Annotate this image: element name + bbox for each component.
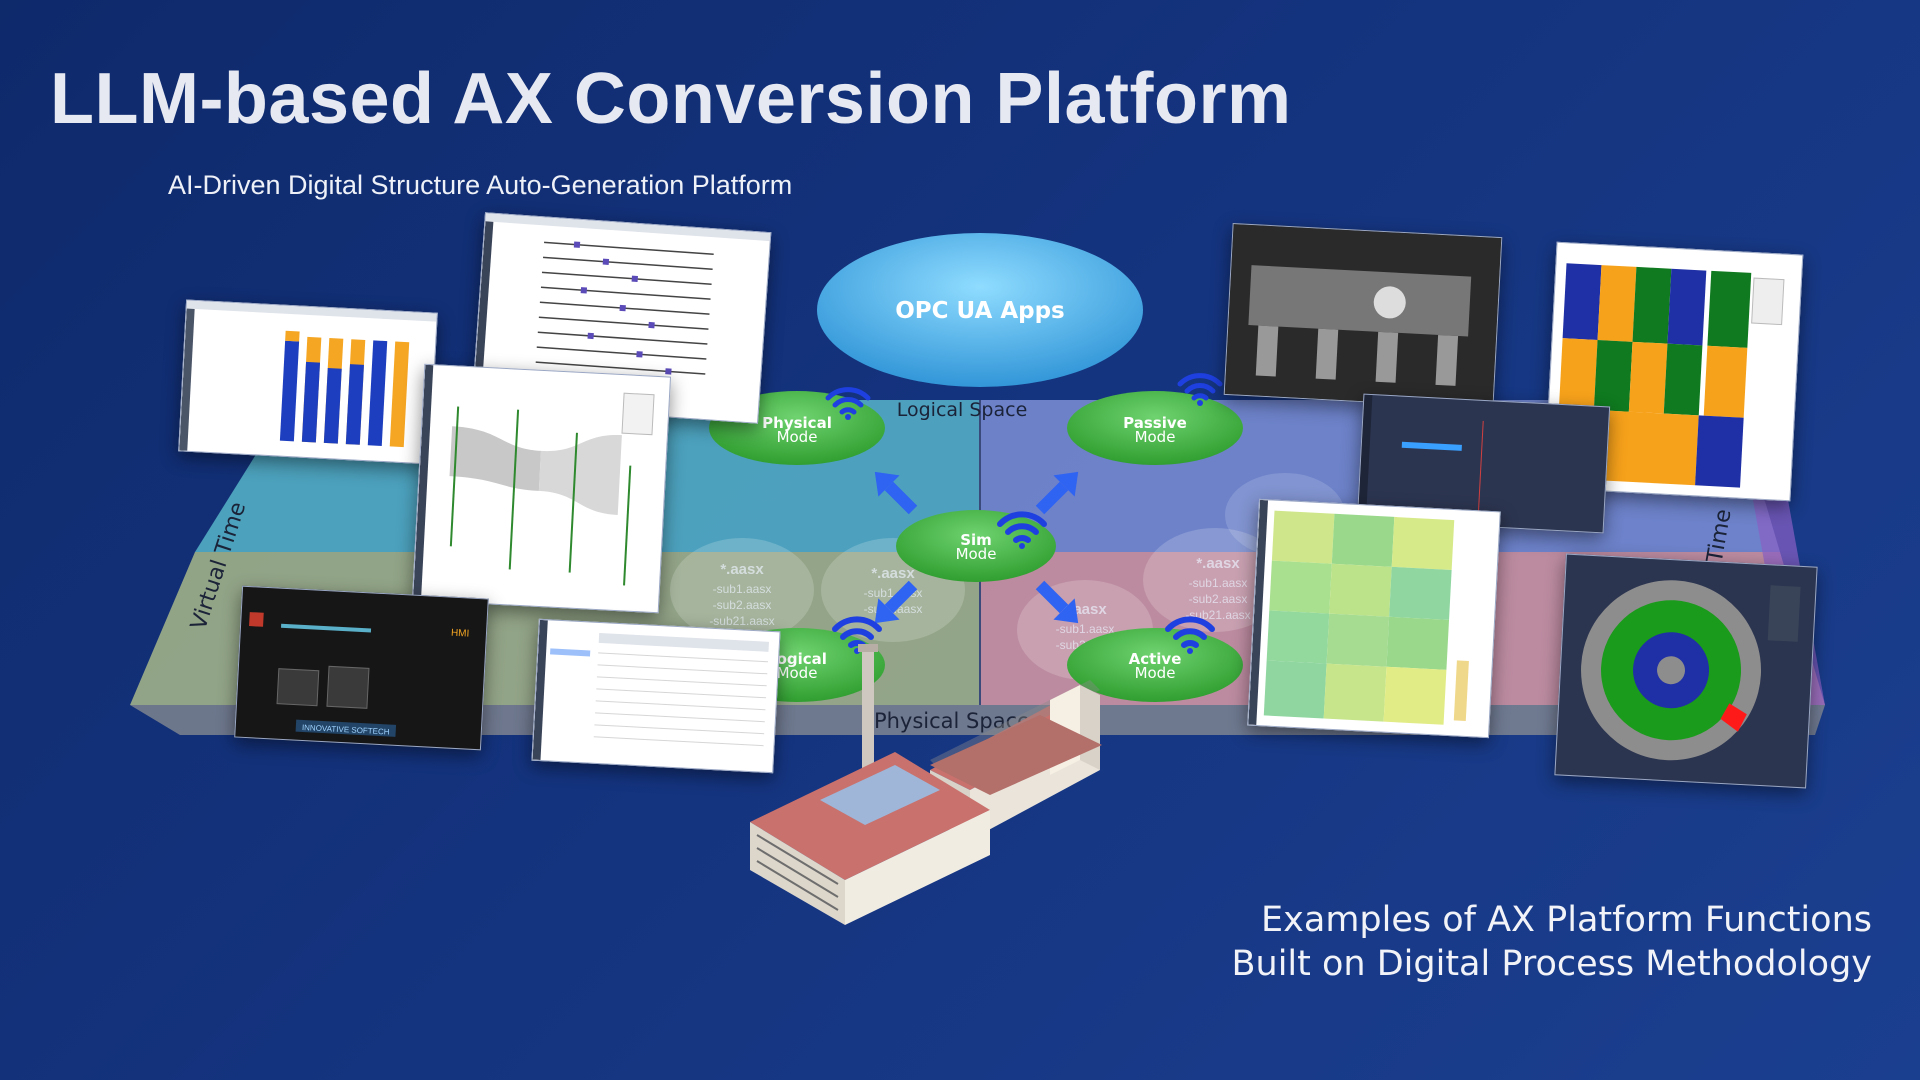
aasx-sub2-label-1: -sub2.aasx <box>713 598 772 612</box>
sankey-thumbnail <box>413 364 655 600</box>
physical-space-label: Physical Space <box>874 709 1030 733</box>
aasx-cloud-1 <box>670 538 814 642</box>
screenshot-treemap <box>1543 241 1804 502</box>
table-thumbnail <box>532 619 769 761</box>
physical-mode-label-2: Mode <box>777 428 818 446</box>
sim-mode-label-1: Sim <box>960 531 992 549</box>
active-mode-label-2: Mode <box>1135 664 1176 682</box>
caption-line-2: Built on Digital Process Methodology <box>1231 944 1873 984</box>
screenshot-dark-dashboard <box>1356 393 1611 534</box>
screenshot-hmi: HMI INNOVATIVE SOFTECH <box>234 585 489 751</box>
aasx-sub1-label-3: -sub1.aasx <box>1056 622 1115 636</box>
aasx-label-2: *.aasx <box>871 565 915 582</box>
bar-chart-thumbnail <box>179 300 437 451</box>
opc-ua-apps-node <box>817 233 1143 387</box>
hmi-thumbnail: HMI INNOVATIVE SOFTECH <box>249 612 470 737</box>
factory-illustration <box>750 644 1102 925</box>
aasx-sub21-label-1: -sub21.aasx <box>709 614 774 628</box>
aasx-sub2-label-4: -sub2.aasx <box>1189 592 1248 606</box>
slide-title: LLM-based AX Conversion Platform <box>50 59 1292 139</box>
gantt-thumbnail <box>472 213 771 404</box>
wifi-icon <box>997 511 1047 549</box>
sunburst-thumbnail <box>1581 580 1801 761</box>
treemap-thumbnail <box>1555 263 1785 488</box>
caption: Examples of AX Platform Functions Built … <box>1152 898 1873 986</box>
passive-mode-label-2: Mode <box>1135 428 1176 446</box>
hmi-banner: INNOVATIVE SOFTECH <box>302 723 390 737</box>
opc-ua-apps-label: OPC UA Apps <box>895 298 1065 324</box>
logical-mode-label-1: Logical <box>767 650 827 668</box>
screenshot-gantt <box>471 212 772 424</box>
wifi-icon <box>1165 616 1215 654</box>
screenshot-bar-chart <box>178 299 438 465</box>
active-mode-label-1: Active <box>1129 650 1182 668</box>
wifi-icon <box>1177 373 1223 406</box>
aasx-label-1: *.aasx <box>720 561 764 578</box>
arrow-to-passive <box>1035 471 1079 515</box>
sim-mode-node: Sim Mode <box>896 510 1056 582</box>
screenshot-camera <box>1223 223 1503 409</box>
wifi-icon <box>825 387 871 420</box>
passive-mode-label-1: Passive <box>1123 414 1187 432</box>
aasx-label-4: *.aasx <box>1196 555 1240 572</box>
slide-subtitle: AI-Driven Digital Structure Auto-Generat… <box>168 170 793 200</box>
active-mode-node: Active Mode <box>1067 628 1243 702</box>
aasx-sub1-label-1: -sub1.aasx <box>713 582 772 596</box>
caption-line-1: Examples of AX Platform Functions <box>1261 900 1872 940</box>
sim-mode-label-2: Mode <box>956 545 997 563</box>
arrow-to-active <box>1035 580 1079 624</box>
hmi-label: HMI <box>451 628 470 640</box>
heatmap-thumbnail <box>1248 499 1469 725</box>
arrow-to-physical <box>874 471 918 515</box>
screenshot-sunburst <box>1554 553 1818 789</box>
aasx-cloud-4 <box>1143 528 1287 632</box>
passive-mode-node: Passive Mode <box>1067 391 1243 465</box>
logical-space-label: Logical Space <box>897 399 1028 421</box>
screenshot-sankey <box>411 363 672 614</box>
arrow-to-logical <box>874 580 918 624</box>
screenshot-heatmap <box>1247 498 1501 739</box>
logical-mode-label-2: Mode <box>777 664 818 682</box>
camera-thumbnail <box>1224 224 1502 408</box>
aasx-sub1-label-4: -sub1.aasx <box>1189 576 1248 590</box>
physical-mode-label-1: Physical <box>762 414 832 432</box>
screenshot-table <box>531 618 781 774</box>
dashboard-thumbnail <box>1357 394 1484 521</box>
